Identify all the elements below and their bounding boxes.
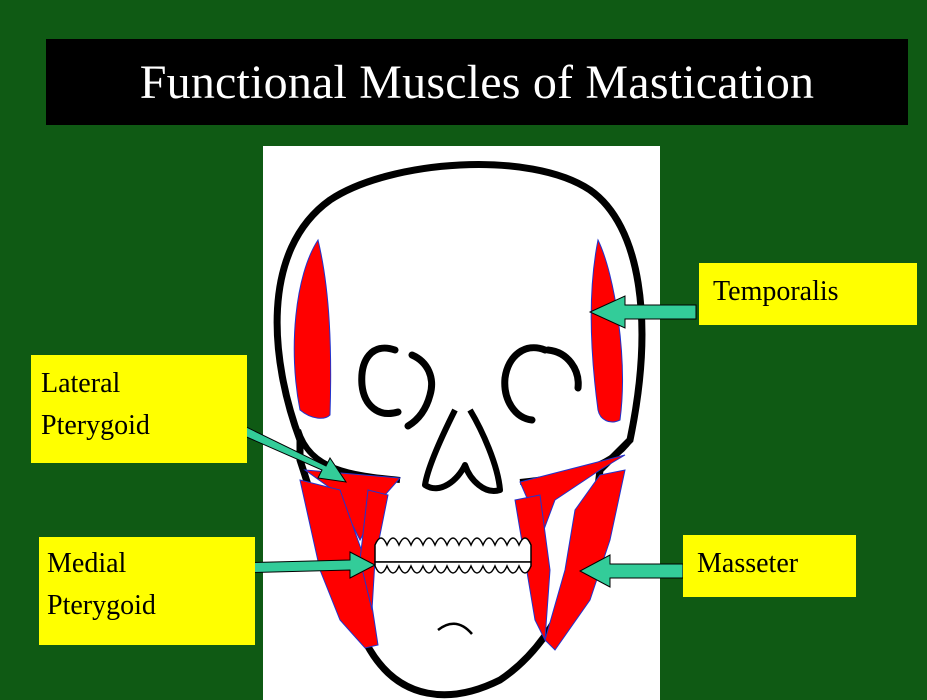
masseter-label-text: Masseter <box>697 543 856 585</box>
medial-pterygoid-label-line2: Pterygoid <box>47 585 255 627</box>
temporalis-right <box>591 240 622 422</box>
lateral-pterygoid-label-line2: Pterygoid <box>41 405 247 447</box>
medial-pterygoid-label: Medial Pterygoid <box>39 537 255 645</box>
temporalis-left <box>294 240 330 418</box>
medial-pterygoid-label-line1: Medial <box>47 543 255 585</box>
eye-socket-right-inner <box>548 350 578 388</box>
teeth <box>375 538 531 573</box>
skull-outline <box>277 165 642 695</box>
temporalis-label: Temporalis <box>699 263 917 325</box>
chin-mark <box>438 624 472 634</box>
eye-socket-left <box>362 348 398 413</box>
lateral-pterygoid-label-line1: Lateral <box>41 363 247 405</box>
lateral-pterygoid-label: Lateral Pterygoid <box>31 355 247 463</box>
eye-socket-left-inner <box>408 355 432 426</box>
temporalis-label-text: Temporalis <box>713 271 917 313</box>
masseter-label: Masseter <box>683 535 856 597</box>
eye-socket-right <box>505 348 545 420</box>
nasal-cavity <box>425 410 500 491</box>
